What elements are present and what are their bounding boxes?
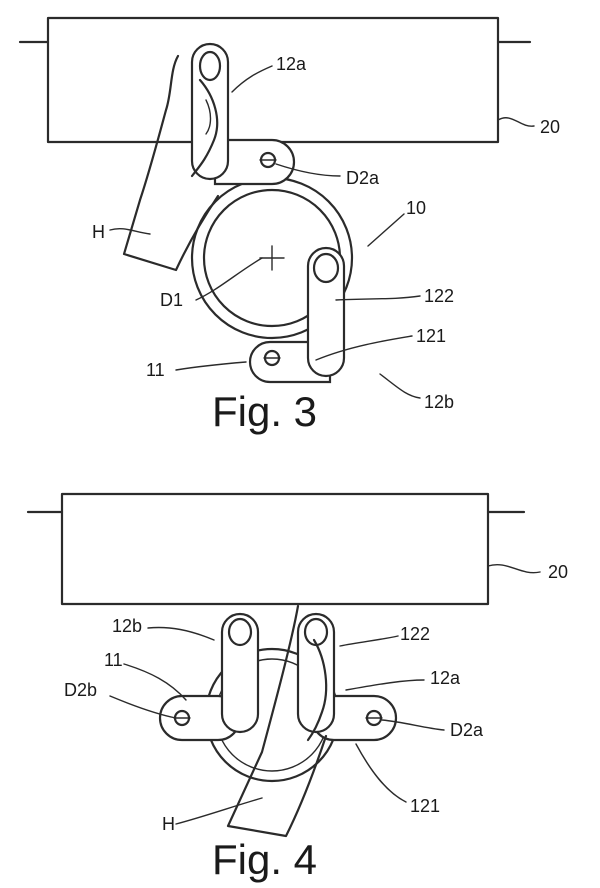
fig3-rail bbox=[46, 16, 500, 144]
fig3-lever-122 bbox=[306, 246, 346, 378]
fig4-arm-12b bbox=[220, 612, 260, 734]
fig4-label-d2b: D2b bbox=[64, 680, 97, 700]
fig3-arm-12a-end bbox=[198, 50, 222, 82]
fig4-hand-cut bbox=[227, 825, 287, 837]
fig4-rail bbox=[60, 492, 490, 606]
fig3-label-121: 121 bbox=[416, 326, 446, 346]
fig3-pivot-plate-a bbox=[213, 138, 296, 186]
fig3-hand-finger bbox=[190, 78, 219, 178]
fig3-hand-cut bbox=[123, 253, 177, 271]
fig4-label-12a: 12a bbox=[430, 668, 461, 688]
fig4-label-20: 20 bbox=[548, 562, 568, 582]
fig3-label-h: H bbox=[92, 222, 105, 242]
fig3-label-11: 11 bbox=[146, 360, 165, 380]
fig3-label-122: 122 bbox=[424, 286, 454, 306]
fig4-hand bbox=[226, 604, 328, 838]
fig3-label-12a: 12a bbox=[276, 54, 307, 74]
fig3-label-12b: 12b bbox=[424, 392, 454, 412]
fig4-hand-finger bbox=[306, 638, 328, 742]
fig3-label-20: 20 bbox=[540, 117, 560, 137]
fig4-label-121: 121 bbox=[410, 796, 440, 816]
fig4-lever-122 bbox=[296, 612, 336, 734]
fig4-label-11: 11 bbox=[104, 650, 123, 670]
fig3-label-d1: D1 bbox=[160, 290, 183, 310]
fig4-drawing bbox=[26, 492, 541, 838]
fig3-label-d2a: D2a bbox=[346, 168, 380, 188]
fig3-lever-end bbox=[312, 252, 340, 284]
fig4-label-122: 122 bbox=[400, 624, 430, 644]
fig4-caption: Fig. 4 bbox=[212, 836, 317, 883]
fig4-label-h: H bbox=[162, 814, 175, 834]
fig3-drawing bbox=[18, 16, 535, 399]
fig3-caption: Fig. 3 bbox=[212, 388, 317, 435]
fig3-hand bbox=[122, 54, 220, 272]
fig3-label-10: 10 bbox=[406, 198, 426, 218]
fig4-label-d2a: D2a bbox=[450, 720, 484, 740]
fig4-label-12b: 12b bbox=[112, 616, 142, 636]
